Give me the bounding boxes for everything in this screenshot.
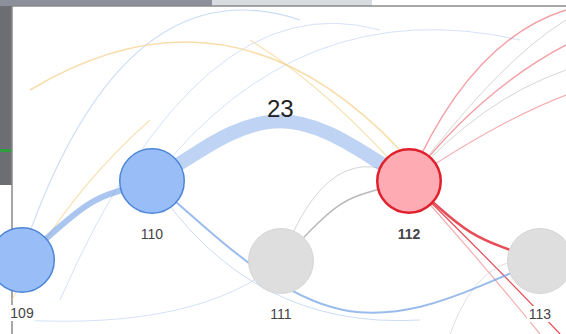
flow-node-circle: 111	[248, 228, 314, 294]
panel-border	[12, 5, 566, 7]
photo-strip	[0, 0, 12, 185]
flow-connector	[177, 203, 510, 313]
photo-strip	[0, 0, 220, 6]
photo-strip	[212, 0, 372, 6]
flow-connector	[304, 190, 377, 238]
flow-node-circle: 110	[119, 148, 185, 214]
flow-connector	[180, 121, 381, 163]
flow-node-circle: 109	[0, 227, 55, 293]
flow-connector	[434, 203, 509, 250]
flow-connector	[47, 191, 121, 238]
node-number: 113	[527, 306, 553, 322]
green-bar	[0, 149, 12, 152]
flow-node-circle: 113	[507, 228, 566, 294]
node-number: 109	[8, 305, 35, 321]
circle-shape	[376, 148, 442, 214]
node-number: 112	[396, 226, 423, 242]
circle-shape	[507, 228, 566, 294]
node-number: 111	[268, 306, 293, 322]
circle-shape	[248, 228, 314, 294]
flow-count: 23	[264, 95, 297, 123]
circle-shape	[119, 148, 185, 214]
flow-node-circle: 112	[376, 148, 442, 214]
node-number: 110	[139, 226, 165, 242]
faint-arcs	[12, 10, 566, 334]
circle-shape	[0, 227, 55, 293]
